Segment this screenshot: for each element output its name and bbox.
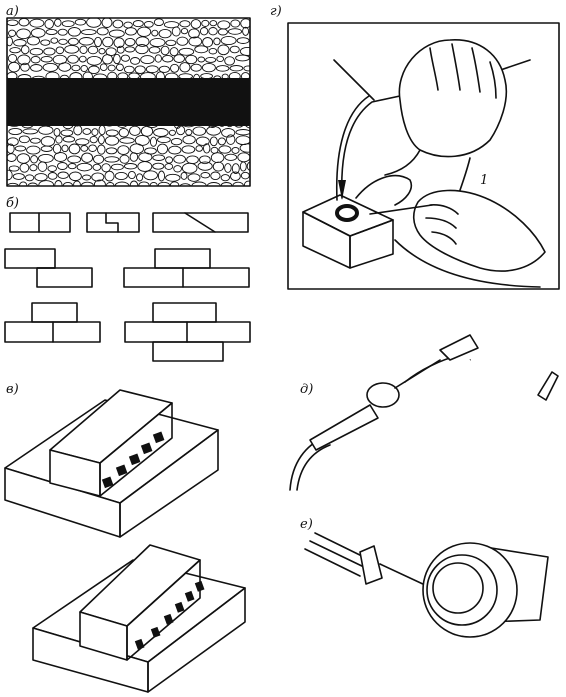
brick	[302, 194, 394, 269]
lower-assembly	[32, 544, 246, 693]
solder-pieces-upper	[101, 431, 165, 489]
inner-ring	[426, 554, 498, 626]
panel-v-label: в)	[6, 382, 19, 397]
panel-b-label: б)	[6, 196, 19, 211]
torch	[333, 59, 531, 201]
solder-ball	[366, 382, 400, 408]
panel-v: в)	[4, 382, 246, 693]
panel-e-label: е)	[300, 517, 313, 532]
panel-d-label: д)	[300, 382, 313, 397]
scarf-joint	[152, 212, 249, 233]
lap-joint	[4, 248, 93, 288]
outer-ring	[422, 542, 518, 638]
panel-e: е)	[300, 517, 549, 638]
torch-d	[289, 334, 479, 491]
split-ring-d	[446, 358, 559, 440]
table-edge	[394, 239, 541, 288]
lower-hand: 1	[369, 173, 546, 272]
torch-e	[304, 532, 426, 586]
double-strap-joint	[124, 302, 251, 362]
solder-strip	[355, 174, 413, 206]
solder-pieces-lower	[134, 580, 205, 650]
panel-g: г)	[270, 4, 560, 290]
solder-seam	[7, 78, 250, 126]
butt-joint	[9, 212, 71, 233]
panel-a-label: а)	[6, 4, 19, 19]
panel-g-frame	[287, 22, 560, 290]
panel-a: а)	[6, 4, 251, 187]
panel-b: б)	[4, 196, 251, 362]
upper-assembly	[4, 389, 219, 538]
ring-workpiece	[335, 204, 359, 222]
callout-1: 1	[480, 173, 488, 188]
panel-g-label: г)	[270, 4, 282, 19]
ring-assembly-e	[422, 542, 549, 638]
strap-joint	[4, 302, 101, 343]
panel-d: д)	[289, 334, 559, 491]
core-disc	[432, 562, 484, 614]
double-lap-joint	[123, 248, 250, 288]
stepped-joint	[86, 212, 140, 233]
